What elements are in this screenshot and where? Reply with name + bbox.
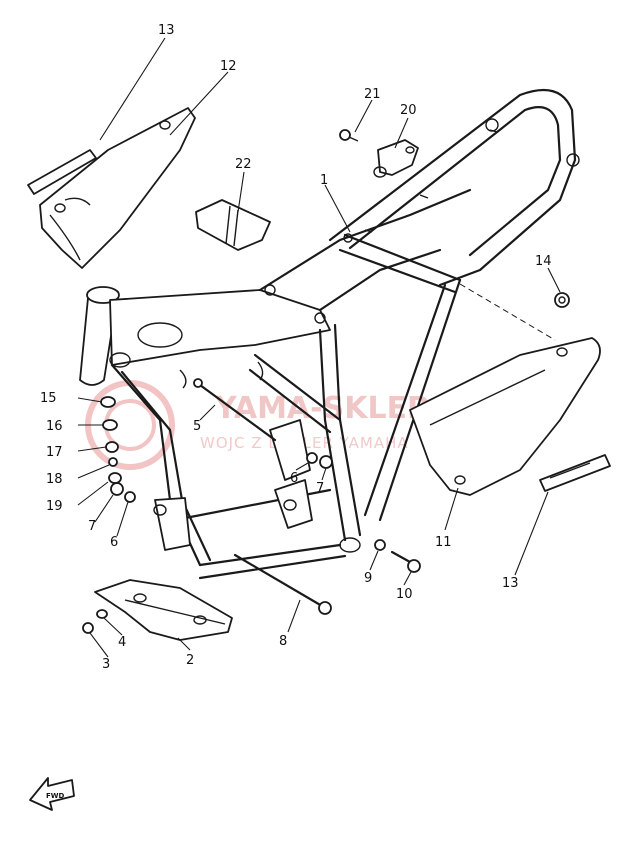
- side-cover-left: [39, 107, 196, 269]
- callout-19: 19: [46, 499, 63, 514]
- callout-6-right: 6: [290, 471, 298, 486]
- callout-1: 1: [320, 173, 328, 188]
- callout-3: 3: [102, 657, 110, 672]
- callout-5: 5: [193, 419, 201, 434]
- callout-15: 15: [40, 391, 57, 406]
- side-cover-right: [409, 337, 601, 496]
- leader-lines: [77, 37, 561, 658]
- callout-9: 9: [364, 571, 372, 586]
- bolt-8: [233, 553, 332, 615]
- engine-guard-2: [94, 579, 233, 641]
- callout-17: 17: [46, 445, 63, 460]
- main-frame: [79, 88, 580, 580]
- nut-7-right: [319, 455, 333, 469]
- callout-20: 20: [400, 103, 417, 118]
- callout-22: 22: [235, 157, 252, 172]
- bolt-5: [193, 378, 277, 442]
- callout-21: 21: [364, 87, 381, 102]
- callout-10: 10: [396, 587, 413, 602]
- bracket-20: [373, 139, 419, 178]
- washer-4: [96, 609, 108, 619]
- callout-16: 16: [46, 419, 63, 434]
- callout-18: 18: [46, 472, 63, 487]
- nut-9: [374, 539, 386, 551]
- pad-22: [195, 199, 271, 251]
- callout-labels: 13 12 21 20 22 1 14 15 16 17 18 19 5 7 6…: [40, 23, 552, 672]
- callout-2: 2: [186, 653, 194, 668]
- bolt-21: [339, 129, 359, 142]
- callout-7-right: 7: [316, 481, 324, 496]
- callout-8: 8: [279, 634, 287, 649]
- bolt-3: [82, 622, 94, 634]
- nut-7-left: [110, 482, 124, 496]
- callout-11: 11: [435, 535, 452, 550]
- nut-6-left: [124, 491, 136, 503]
- grommet-14: [554, 292, 570, 308]
- callout-4: 4: [118, 635, 126, 650]
- callout-13-right: 13: [502, 576, 519, 591]
- side-cover-emblem-left: [27, 149, 97, 195]
- fwd-arrow: FWD: [29, 777, 75, 811]
- callout-7-left: 7: [88, 519, 96, 534]
- callout-12: 12: [220, 59, 237, 74]
- nut-6-right: [306, 452, 318, 464]
- bolt-10: [390, 550, 421, 573]
- fwd-arrow-label: FWD: [46, 792, 65, 800]
- callout-13-top: 13: [158, 23, 175, 38]
- side-cover-emblem-right: [539, 454, 611, 492]
- callout-6-left: 6: [110, 535, 118, 550]
- callout-14: 14: [535, 254, 552, 269]
